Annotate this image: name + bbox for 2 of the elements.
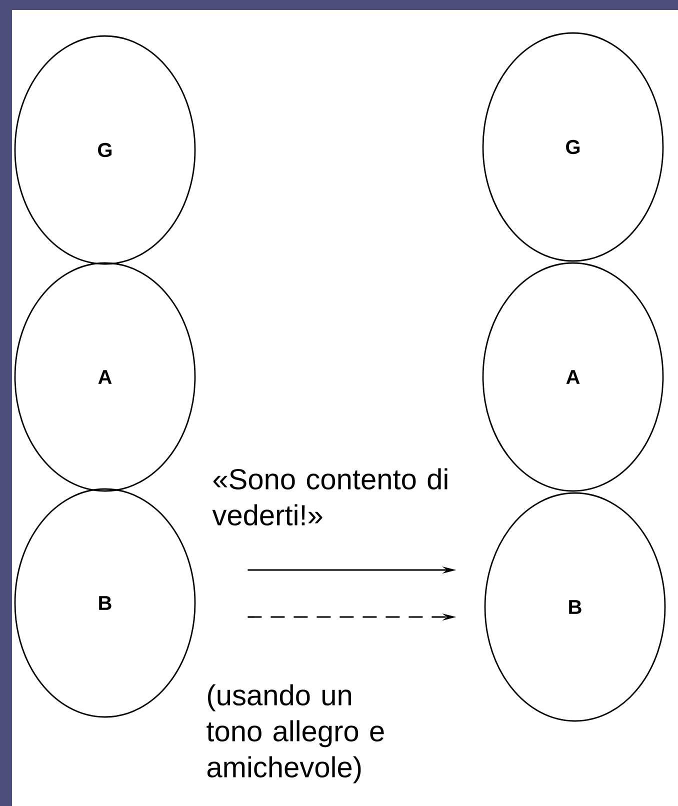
edge-label: (usando un tono allegro e amichevole) — [206, 684, 384, 784]
edge-label: «Sono contento di vederti!» — [212, 468, 448, 526]
